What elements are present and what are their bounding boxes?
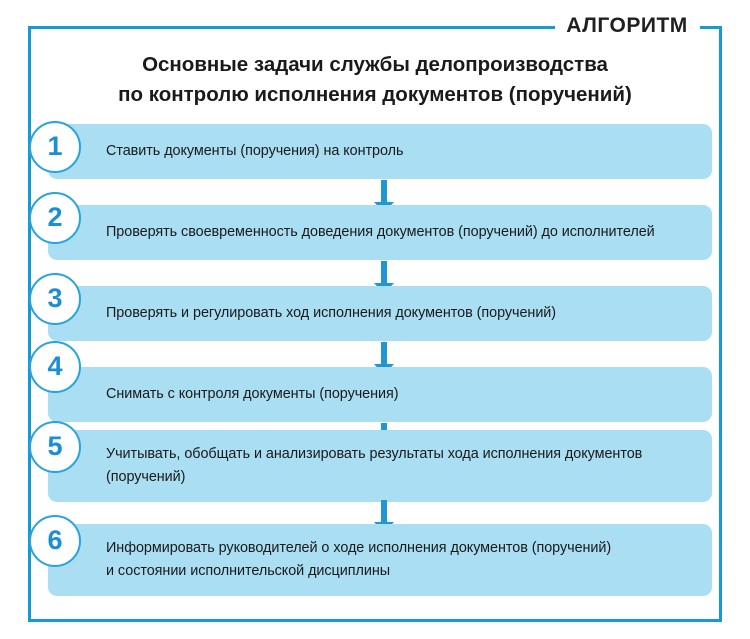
step-number-4: 4 bbox=[47, 350, 63, 381]
step-text-6-line-2: и состоянии исполнительской дисциплины bbox=[106, 563, 391, 579]
step-text-6: Информировать руководителей о ходе испол… bbox=[106, 537, 611, 583]
step-text-3-line-1: Проверять и регулировать ход исполнения … bbox=[106, 305, 557, 321]
step-number-badge-6: 6 bbox=[29, 515, 81, 567]
arrow-stem bbox=[381, 261, 387, 283]
step-number-1: 1 bbox=[47, 130, 63, 161]
algorithm-badge-label: АЛГОРИТМ bbox=[566, 14, 688, 37]
step-bar-1: Ставить документы (поручения) на контрол… bbox=[48, 124, 712, 179]
step-bar-2: Проверять своевременность доведения доку… bbox=[48, 205, 712, 260]
page-title-line-2: по контролю исполнения документов (поруч… bbox=[118, 83, 632, 106]
step-text-5-line-2: (поручений) bbox=[106, 469, 186, 485]
step-number-2: 2 bbox=[47, 201, 63, 232]
step-bar-4: Снимать с контроля документы (поручения) bbox=[48, 367, 712, 422]
arrow-stem bbox=[381, 342, 387, 364]
step-text-1: Ставить документы (поручения) на контрол… bbox=[106, 140, 404, 163]
step-text-2: Проверять своевременность доведения доку… bbox=[106, 221, 655, 244]
step-text-3: Проверять и регулировать ход исполнения … bbox=[106, 302, 556, 325]
step-number-badge-5: 5 bbox=[29, 421, 81, 473]
poster-frame-top-right-rule bbox=[700, 26, 722, 29]
step-number-badge-3: 3 bbox=[29, 273, 81, 325]
step-number-5: 5 bbox=[47, 430, 63, 461]
step-bar-3: Проверять и регулировать ход исполнения … bbox=[48, 286, 712, 341]
page-title-line-1: Основные задачи службы делопроизводства bbox=[142, 53, 608, 76]
step-bar-5: Учитывать, обобщать и анализировать резу… bbox=[48, 430, 712, 502]
arrow-stem bbox=[381, 500, 387, 522]
step-text-2-line-1: Проверять своевременность доведения доку… bbox=[106, 224, 655, 240]
poster-frame bbox=[28, 26, 722, 622]
step-text-4-line-1: Снимать с контроля документы (поручения) bbox=[106, 386, 399, 402]
step-text-1-line-1: Ставить документы (поручения) на контрол… bbox=[106, 143, 404, 159]
poster-frame-top-left-rule bbox=[28, 26, 555, 29]
step-text-5-line-1: Учитывать, обобщать и анализировать резу… bbox=[106, 446, 643, 462]
step-number-6: 6 bbox=[47, 524, 63, 555]
step-bar-6: Информировать руководителей о ходе испол… bbox=[48, 524, 712, 596]
step-text-6-line-1: Информировать руководителей о ходе испол… bbox=[106, 540, 612, 556]
step-number-3: 3 bbox=[47, 282, 63, 313]
step-text-5: Учитывать, обобщать и анализировать резу… bbox=[106, 443, 642, 489]
arrow-stem bbox=[381, 180, 387, 202]
step-number-badge-2: 2 bbox=[29, 192, 81, 244]
page-title: Основные задачи службы делопроизводства … bbox=[60, 50, 690, 110]
step-number-badge-4: 4 bbox=[29, 341, 81, 393]
step-text-4: Снимать с контроля документы (поручения) bbox=[106, 383, 399, 406]
step-number-badge-1: 1 bbox=[29, 121, 81, 173]
